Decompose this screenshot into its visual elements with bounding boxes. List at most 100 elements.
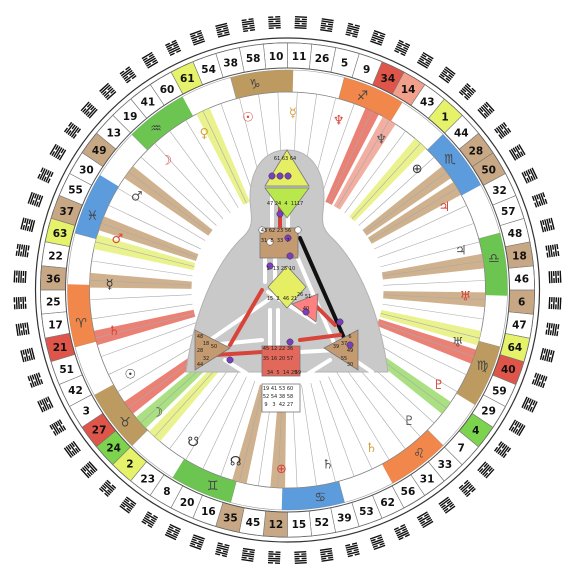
center-gate-label: 61 xyxy=(274,156,280,162)
spoke-line xyxy=(351,143,421,220)
center-gate-label: 50 xyxy=(211,344,217,350)
spoke-line xyxy=(364,171,447,234)
hexagram-icon xyxy=(416,511,434,529)
spoke-line xyxy=(319,103,355,200)
planet-icon: ⊕ xyxy=(276,462,287,477)
center-gate-label: 24 xyxy=(275,201,281,207)
gate-number: 56 xyxy=(401,486,416,498)
center-gate-label: 20 xyxy=(279,356,285,362)
zodiac-band xyxy=(338,77,403,122)
zodiac-icon: ♏ xyxy=(444,152,456,167)
zodiac-band xyxy=(230,69,294,99)
center-gate-label: 58 xyxy=(287,394,293,400)
hexagram-icon xyxy=(548,270,562,284)
center-gate-label: 28 xyxy=(197,348,203,354)
activation-wedge xyxy=(381,253,485,280)
spoke-line xyxy=(380,313,480,339)
planet-icon: ♅ xyxy=(460,290,472,305)
center-gate-label: 8 xyxy=(270,238,273,244)
spoke-line xyxy=(382,260,484,277)
gate-number: 36 xyxy=(46,273,61,285)
spoke-line xyxy=(328,376,373,470)
gate-number: 27 xyxy=(92,425,107,437)
gate-number: 14 xyxy=(401,84,416,96)
zodiac-band xyxy=(427,134,481,196)
zodiac-icon: ♐ xyxy=(357,89,369,104)
gate-number: 44 xyxy=(454,128,469,140)
planet-icon: ☉ xyxy=(242,110,254,125)
gate-dot xyxy=(286,338,294,346)
gate-number: 6 xyxy=(518,297,525,309)
gate-dot xyxy=(336,318,344,326)
spoke-line xyxy=(369,188,458,241)
gate-number: 17 xyxy=(48,319,63,331)
zodiac-icon: ♉ xyxy=(119,416,131,431)
planet-icon: ♄ xyxy=(108,324,120,339)
spoke-line xyxy=(185,372,239,460)
spoke-line xyxy=(328,110,373,204)
zodiac-band xyxy=(94,384,148,446)
center-gate-label: 3 xyxy=(272,402,275,408)
gate-number: 4 xyxy=(472,425,479,437)
gate-number: 64 xyxy=(508,342,523,354)
hexagram-icon xyxy=(241,547,255,562)
gate-dot xyxy=(266,262,274,270)
center-gate-label: 49 xyxy=(347,348,353,354)
spoke-line xyxy=(202,376,247,470)
gate-number: 43 xyxy=(420,97,435,109)
activation-wedge xyxy=(383,291,486,308)
gate-dot xyxy=(258,226,266,234)
hexagram-icon xyxy=(37,396,54,413)
planet-icon: ♃ xyxy=(455,243,467,258)
outer-ring xyxy=(34,37,541,543)
hexagram-icon xyxy=(458,479,476,498)
planet-icon: ♄ xyxy=(322,457,334,472)
gate-number: 34 xyxy=(381,73,396,85)
spoke-line xyxy=(344,366,406,450)
zodiac-ring-edge xyxy=(89,91,486,489)
gate-number: 7 xyxy=(458,443,465,455)
planet-icon: ☿ xyxy=(106,278,114,293)
spoke-line xyxy=(319,380,355,477)
head-center xyxy=(264,149,310,187)
gate-number: 59 xyxy=(492,385,507,397)
spoke-line xyxy=(336,372,390,461)
hexagram-icon xyxy=(49,419,67,436)
hexagram-icon xyxy=(416,51,434,69)
channel xyxy=(266,290,317,324)
gate-number: 49 xyxy=(92,145,107,157)
center-gate-label: 55 xyxy=(341,356,347,362)
activation-wedge xyxy=(93,234,196,271)
hexagram-icon xyxy=(545,243,560,258)
gate-number: 20 xyxy=(180,497,195,509)
center-gate-label: 29 xyxy=(291,370,297,376)
hexagram-icon xyxy=(119,66,137,84)
center-gate-label: 40 xyxy=(303,306,309,312)
gate-number: 29 xyxy=(481,406,496,418)
spoke-line xyxy=(95,241,195,267)
gate-number: 62 xyxy=(380,497,395,509)
hexagram-icon xyxy=(477,461,495,479)
spleen-center xyxy=(194,329,231,371)
gate-dot xyxy=(294,226,302,234)
hexagram-icon xyxy=(119,496,137,514)
hexagram-icon xyxy=(63,440,81,458)
zodiac-icon: ♒ xyxy=(150,122,162,137)
gate-number: 24 xyxy=(106,442,121,454)
zodiac-band xyxy=(67,284,97,347)
gate-dot xyxy=(266,238,274,246)
zodiac-icon: ♈ xyxy=(75,317,87,332)
gate-number: 41 xyxy=(141,97,156,109)
center-gate-label: 5 xyxy=(276,370,279,376)
gate-number: 9 xyxy=(363,64,370,76)
spoke-line xyxy=(220,380,256,477)
center-gate-label: 19 xyxy=(263,386,269,392)
spoke-line xyxy=(310,383,336,483)
hexagram-icon xyxy=(80,461,98,479)
gate-number: 3 xyxy=(83,405,90,417)
center-gate-label: 62 xyxy=(269,228,275,234)
center-gate-label: 22 xyxy=(279,346,285,352)
gate-number: 25 xyxy=(46,296,61,308)
spoke-line xyxy=(380,241,480,268)
hexagram-icon xyxy=(267,550,281,564)
